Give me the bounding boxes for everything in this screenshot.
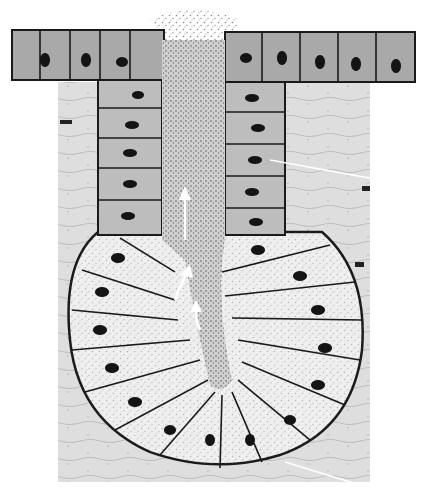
duct-left-wall — [98, 80, 162, 235]
